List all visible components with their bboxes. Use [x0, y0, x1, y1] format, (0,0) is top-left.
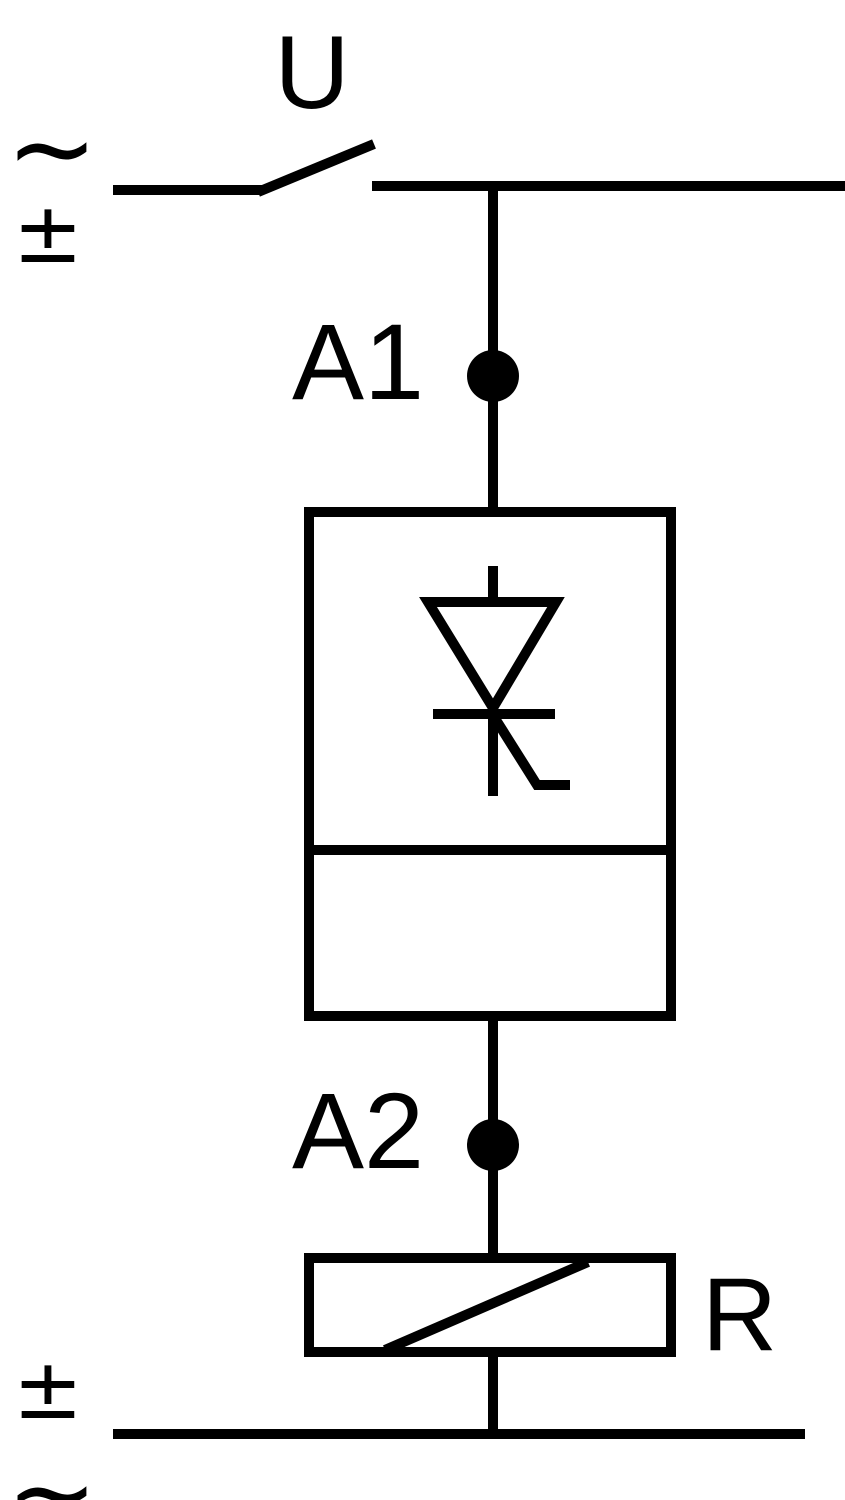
terminal-a1-label: A1 — [292, 301, 424, 422]
relay-coil — [304, 1253, 676, 1357]
switch-u — [256, 139, 376, 197]
top-rail — [113, 181, 845, 195]
dc-symbol-bottom: ± — [13, 1340, 83, 1438]
terminal-a1-dot — [467, 350, 519, 402]
terminal-a2-dot — [467, 1119, 519, 1171]
dc-symbol-top: ± — [13, 184, 83, 282]
terminal-a2-label: A2 — [292, 1070, 424, 1191]
switch-label: U — [274, 15, 349, 131]
ac-symbol-top: ~ — [6, 84, 98, 212]
thyristor-icon — [419, 566, 570, 796]
ac-symbol-bottom: ~ — [6, 1428, 98, 1500]
relay-label: R — [702, 1257, 777, 1373]
